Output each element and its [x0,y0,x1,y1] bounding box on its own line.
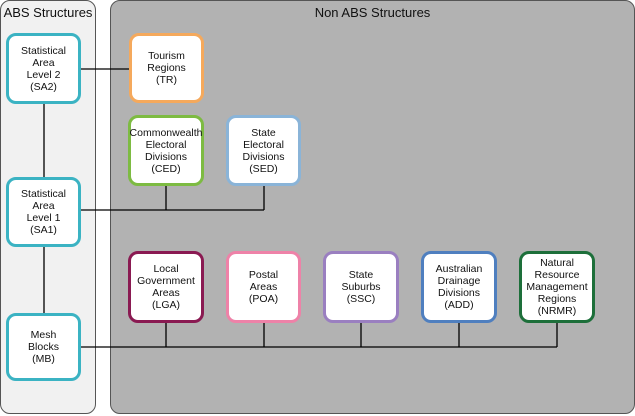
node-ssc: State Suburbs (SSC) [323,251,399,323]
node-sed: State Electoral Divisions (SED) [226,115,301,186]
node-ced: Commonwealth Electoral Divisions (CED) [128,115,204,186]
node-sa2: Statistical Area Level 2 (SA2) [6,33,81,104]
node-add: Australian Drainage Divisions (ADD) [421,251,497,323]
non-abs-structures-title: Non ABS Structures [314,5,431,20]
abs-structures-title: ABS Structures [3,5,93,20]
node-sa1: Statistical Area Level 1 (SA1) [6,177,81,247]
node-mb: Mesh Blocks (MB) [6,313,81,381]
node-tr: Tourism Regions (TR) [129,33,204,103]
node-poa: Postal Areas (POA) [226,251,301,323]
node-nrmr: Natural Resource Management Regions (NRM… [519,251,595,323]
node-lga: Local Government Areas (LGA) [128,251,204,323]
